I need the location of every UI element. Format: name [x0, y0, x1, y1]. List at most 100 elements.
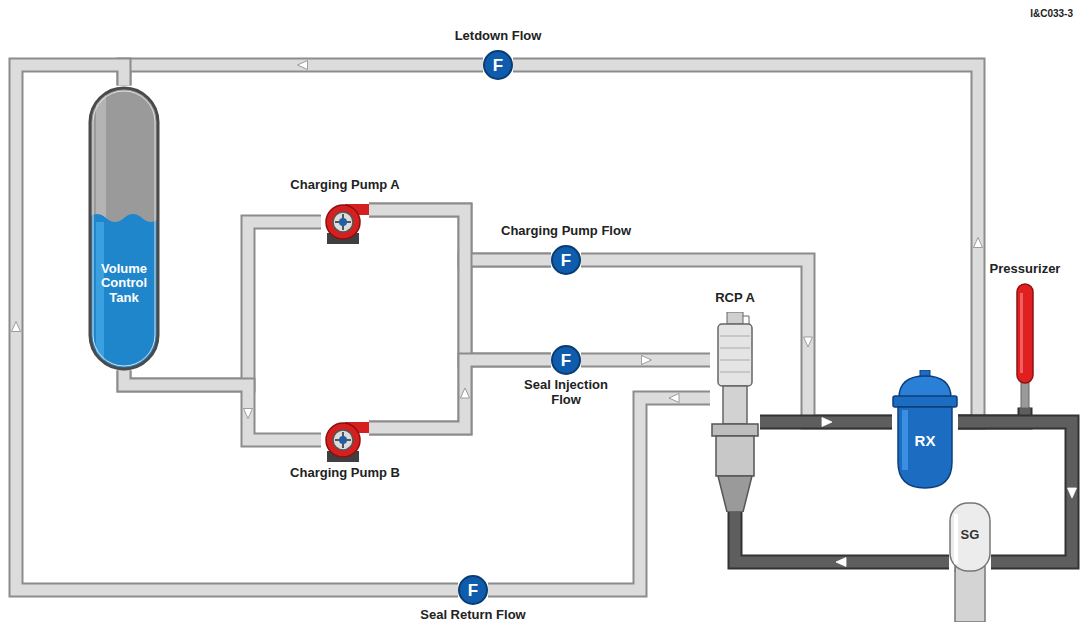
steam-generator: SG	[949, 502, 991, 622]
label-text: Seal Injection Flow	[511, 378, 621, 408]
pipe-connector	[581, 356, 710, 365]
pipe-connector	[369, 360, 551, 428]
pump-shape	[321, 199, 369, 245]
tank-vessel: Volume Control Tank	[88, 86, 160, 371]
drawing-part	[743, 316, 749, 324]
flow-meter: Charging Pump FlowF	[501, 224, 631, 275]
drawing-part	[902, 410, 908, 470]
pipe-wall	[16, 65, 458, 590]
drawing-number: I&C033-3	[1030, 8, 1073, 20]
pipe-bore	[735, 512, 949, 562]
drawing-part	[718, 324, 752, 386]
label-text: Charging Pump Flow	[501, 224, 631, 239]
flow-arrowhead	[804, 337, 813, 347]
label-text: Volume Control Tank	[89, 262, 159, 371]
label-text: F	[493, 57, 503, 74]
drawing-part	[335, 432, 351, 448]
drawing-part	[339, 218, 347, 226]
flow-meter: F Seal Injection Flow	[511, 345, 621, 408]
label-text: Charging Pump A	[290, 178, 399, 193]
rx-shape: RX	[892, 370, 958, 490]
pipe-wall	[581, 353, 710, 368]
pipe-connector	[488, 394, 710, 591]
label-text: F	[561, 352, 571, 369]
pzr-shape	[1016, 283, 1034, 408]
drawing-part	[712, 424, 758, 436]
drawing-part	[90, 214, 158, 369]
label-text: Charging Pump B	[290, 466, 400, 481]
drawing-part	[321, 417, 369, 463]
pipe-wall	[488, 398, 710, 590]
tank-shape: Volume Control Tank	[88, 86, 160, 371]
pipe-bore	[16, 65, 458, 590]
pipe-bore	[581, 355, 710, 366]
drawing-part	[949, 502, 991, 622]
drawing-part	[333, 430, 353, 450]
pipe-connector	[12, 65, 459, 590]
meter-shape: F	[483, 50, 513, 80]
pipe-bore	[513, 65, 978, 422]
drawing-part	[321, 199, 369, 245]
pipe-wall	[369, 360, 551, 428]
drawing-part	[326, 205, 360, 239]
drawing-part	[723, 386, 747, 424]
pipe-bore	[760, 417, 892, 428]
flow-arrowhead	[461, 388, 470, 398]
pipe-wall	[124, 371, 321, 441]
drawing-part	[90, 88, 158, 369]
flow-arrowhead	[1068, 488, 1077, 498]
pipe-connector	[735, 512, 949, 567]
sg-shape: SG	[949, 502, 991, 622]
drawing-part	[93, 91, 155, 366]
flow-arrowhead	[974, 238, 983, 248]
drawing-part	[335, 214, 351, 230]
drawing-part	[710, 312, 760, 512]
flow-arrowhead	[822, 418, 832, 427]
label-text: RX	[915, 432, 936, 490]
label-text: Pressurizer	[990, 262, 1061, 277]
pipe-wall	[735, 512, 949, 562]
pipe-connector	[124, 61, 483, 86]
drawing-part	[720, 336, 750, 372]
label-text: I&C033-3	[1030, 8, 1073, 20]
pump-shape	[321, 417, 369, 463]
pressurizer-vessel: Pressurizer	[990, 262, 1061, 408]
drawing-part	[96, 222, 104, 369]
drawing-part	[893, 396, 957, 407]
label-text: Seal Return Flow	[420, 608, 525, 623]
label-text: RCP A	[715, 291, 755, 306]
pipe-bore	[369, 360, 551, 428]
drawing-part	[718, 476, 752, 512]
meter-shape: F	[458, 575, 488, 605]
flow-arrowhead	[298, 61, 308, 70]
drawing-part	[90, 88, 158, 369]
drawing-part	[333, 212, 353, 232]
pump-symbol: Charging Pump A	[290, 178, 399, 245]
meter-shape: F	[551, 245, 581, 275]
label-text: SG	[961, 528, 980, 622]
drawing-part	[899, 376, 951, 398]
pipe-connector	[124, 371, 321, 441]
drawing-part	[90, 88, 158, 369]
flow-meter: Letdown FlowF	[455, 29, 542, 80]
label-text: Letdown Flow	[455, 29, 542, 44]
label-text: F	[561, 252, 571, 269]
pipe-connector	[513, 65, 983, 422]
flow-arrowhead	[669, 394, 679, 403]
drawing-part	[88, 86, 160, 371]
pipe-wall	[513, 65, 978, 422]
pipe-bore	[488, 398, 710, 590]
flow-arrowhead	[12, 322, 21, 332]
drawing-part	[1017, 284, 1033, 383]
flow-arrowhead	[836, 558, 846, 567]
flow-arrowhead	[642, 356, 652, 365]
reactor-vessel: RX	[892, 370, 958, 490]
pipe-wall	[760, 415, 892, 430]
pump-symbol: Charging Pump B	[290, 417, 400, 481]
pipe-connector	[760, 418, 892, 427]
drawing-part	[716, 436, 754, 476]
flow-arrowhead	[244, 409, 253, 419]
pipe-bore	[124, 371, 321, 441]
drawing-part	[727, 312, 743, 324]
